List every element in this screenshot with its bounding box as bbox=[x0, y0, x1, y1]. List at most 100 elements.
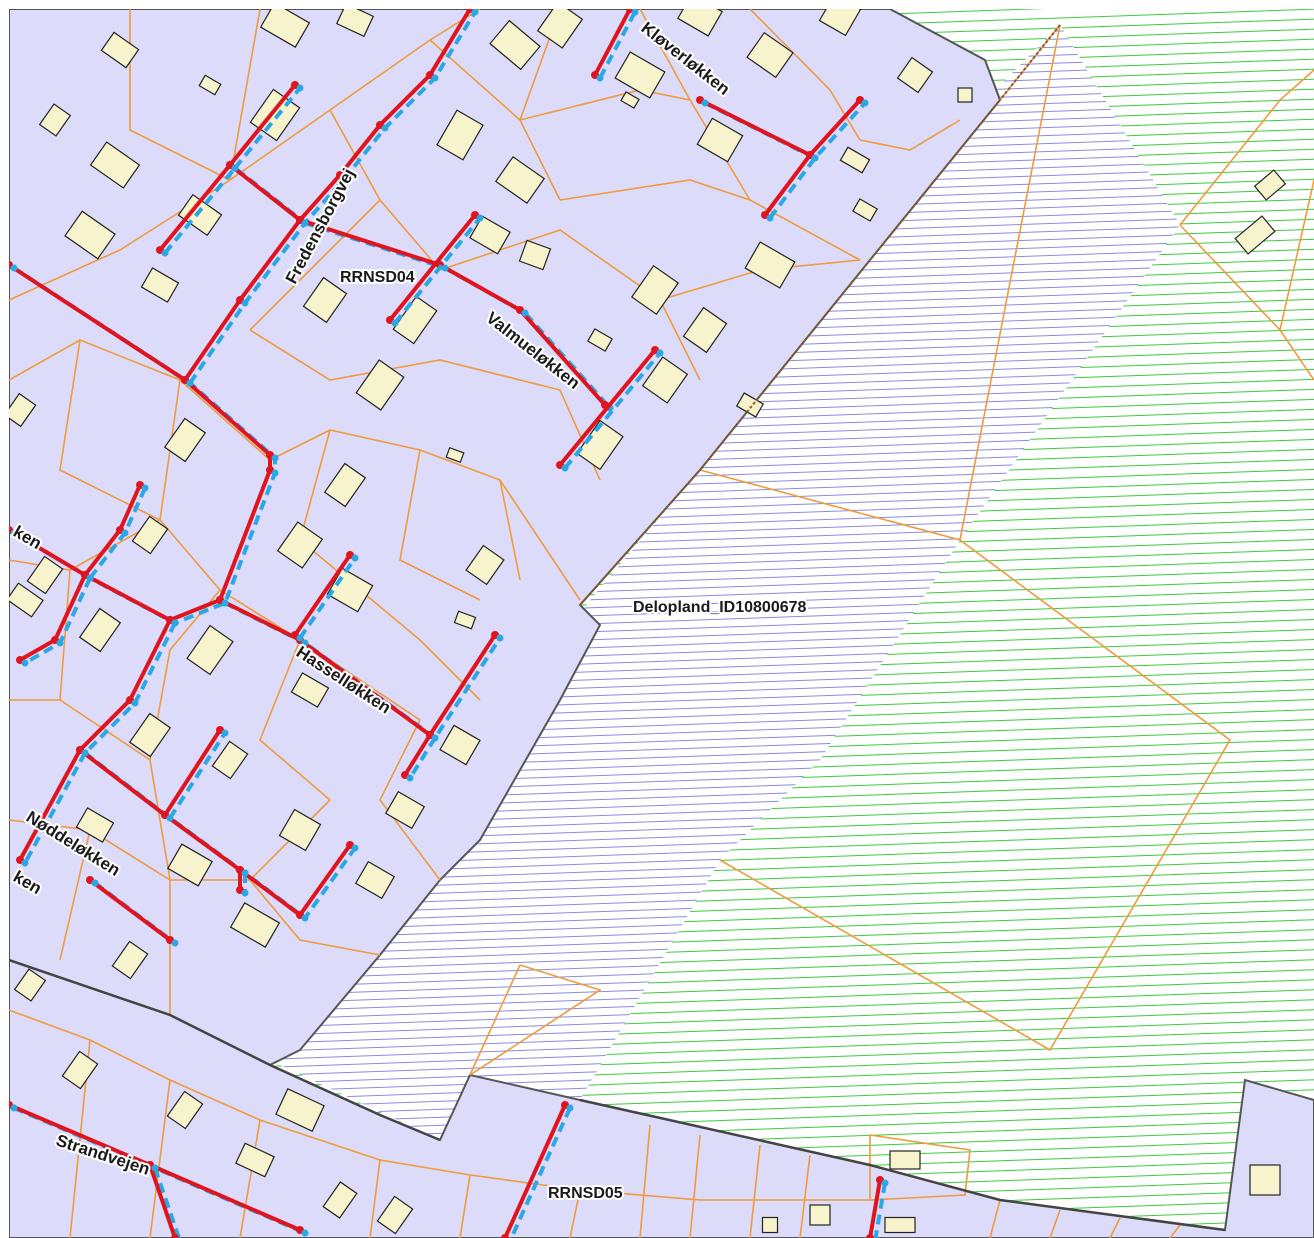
building bbox=[186, 624, 234, 676]
storm-node bbox=[166, 814, 174, 822]
building bbox=[229, 902, 281, 948]
building bbox=[100, 31, 140, 69]
building bbox=[839, 146, 871, 174]
storm-node bbox=[596, 74, 604, 82]
pipe-storm bbox=[233, 86, 302, 170]
building bbox=[9, 392, 37, 428]
pipe-sewer bbox=[293, 553, 352, 637]
building bbox=[275, 1088, 325, 1132]
storm-node bbox=[631, 9, 639, 16]
pipe-storm bbox=[168, 731, 227, 820]
building bbox=[354, 860, 396, 900]
storm-node bbox=[861, 99, 869, 107]
storm-node bbox=[296, 634, 304, 642]
pipe-sewer bbox=[868, 1179, 882, 1238]
storm-node bbox=[351, 844, 359, 852]
storm-node bbox=[91, 879, 99, 887]
storm-node bbox=[566, 1104, 574, 1112]
building bbox=[494, 155, 546, 205]
storm-node bbox=[766, 214, 774, 222]
building bbox=[166, 1090, 204, 1130]
area-label-rrnsd05[interactable]: RRNSD05 bbox=[546, 1183, 625, 1204]
storm-node bbox=[406, 774, 414, 782]
manhole-node bbox=[171, 1234, 179, 1238]
storm-node bbox=[656, 349, 664, 357]
building bbox=[489, 19, 541, 71]
building bbox=[323, 462, 367, 508]
building bbox=[111, 940, 149, 980]
building bbox=[744, 241, 796, 289]
building bbox=[38, 103, 72, 137]
building bbox=[682, 306, 728, 354]
storm-node bbox=[231, 164, 239, 172]
building bbox=[211, 740, 249, 780]
pipe-sewer bbox=[9, 263, 272, 623]
building bbox=[884, 1216, 916, 1234]
storm-node bbox=[171, 939, 179, 947]
manhole-node bbox=[501, 1234, 509, 1238]
storm-node bbox=[811, 154, 819, 162]
storm-node bbox=[561, 464, 569, 472]
pipe-sewer bbox=[88, 878, 172, 942]
pipe-storm bbox=[393, 216, 482, 325]
storm-node bbox=[351, 554, 359, 562]
storm-node bbox=[241, 889, 249, 897]
storm-node bbox=[381, 124, 389, 132]
storm-node bbox=[431, 734, 439, 742]
storm-node bbox=[121, 529, 129, 537]
storm-node bbox=[296, 84, 304, 92]
building bbox=[620, 91, 640, 109]
building bbox=[322, 1181, 358, 1219]
storm-node bbox=[471, 9, 479, 16]
building bbox=[235, 1142, 275, 1178]
storm-node bbox=[431, 74, 439, 82]
pipe-sewer bbox=[558, 348, 657, 467]
building bbox=[465, 544, 505, 586]
building bbox=[128, 712, 172, 758]
storm-node bbox=[476, 214, 484, 222]
pipe-sewer bbox=[388, 213, 477, 322]
storm-node bbox=[496, 634, 504, 642]
storm-node bbox=[881, 1179, 889, 1187]
building bbox=[163, 417, 207, 463]
building bbox=[13, 968, 47, 1002]
pipe-sewer bbox=[148, 1164, 177, 1238]
pipe-storm bbox=[153, 1167, 182, 1238]
pipe-sewer bbox=[18, 619, 172, 861]
building bbox=[302, 276, 348, 324]
building bbox=[614, 51, 666, 99]
building bbox=[896, 56, 934, 94]
building bbox=[290, 672, 330, 708]
pipe-sewer bbox=[163, 728, 222, 817]
storm-node bbox=[171, 619, 179, 627]
pipe-sewer bbox=[503, 1104, 567, 1238]
area-label-rrnsd04[interactable]: RRNSD04 bbox=[338, 267, 417, 288]
pipe-storm bbox=[408, 736, 437, 780]
storm-node bbox=[701, 99, 709, 107]
pipe-storm bbox=[768, 101, 867, 220]
building bbox=[453, 610, 477, 630]
building bbox=[9, 582, 44, 618]
building bbox=[746, 31, 794, 79]
storm-node bbox=[56, 639, 64, 647]
storm-node bbox=[10, 529, 18, 537]
storm-node bbox=[441, 264, 449, 272]
storm-node bbox=[141, 484, 149, 492]
manhole-node bbox=[866, 1234, 874, 1238]
building bbox=[852, 198, 878, 222]
storm-node bbox=[151, 1164, 159, 1172]
storm-node bbox=[301, 639, 309, 647]
plan-area-label[interactable]: Delopland_ID10800678 bbox=[631, 597, 809, 618]
building bbox=[1234, 215, 1276, 255]
building bbox=[167, 843, 213, 887]
building bbox=[198, 74, 222, 96]
building bbox=[469, 215, 511, 255]
zone-boundary-line-2 bbox=[579, 24, 1061, 606]
storm-node bbox=[221, 729, 229, 737]
storm-node bbox=[10, 264, 18, 272]
building bbox=[75, 807, 115, 843]
storm-node bbox=[21, 659, 29, 667]
building bbox=[278, 808, 322, 852]
